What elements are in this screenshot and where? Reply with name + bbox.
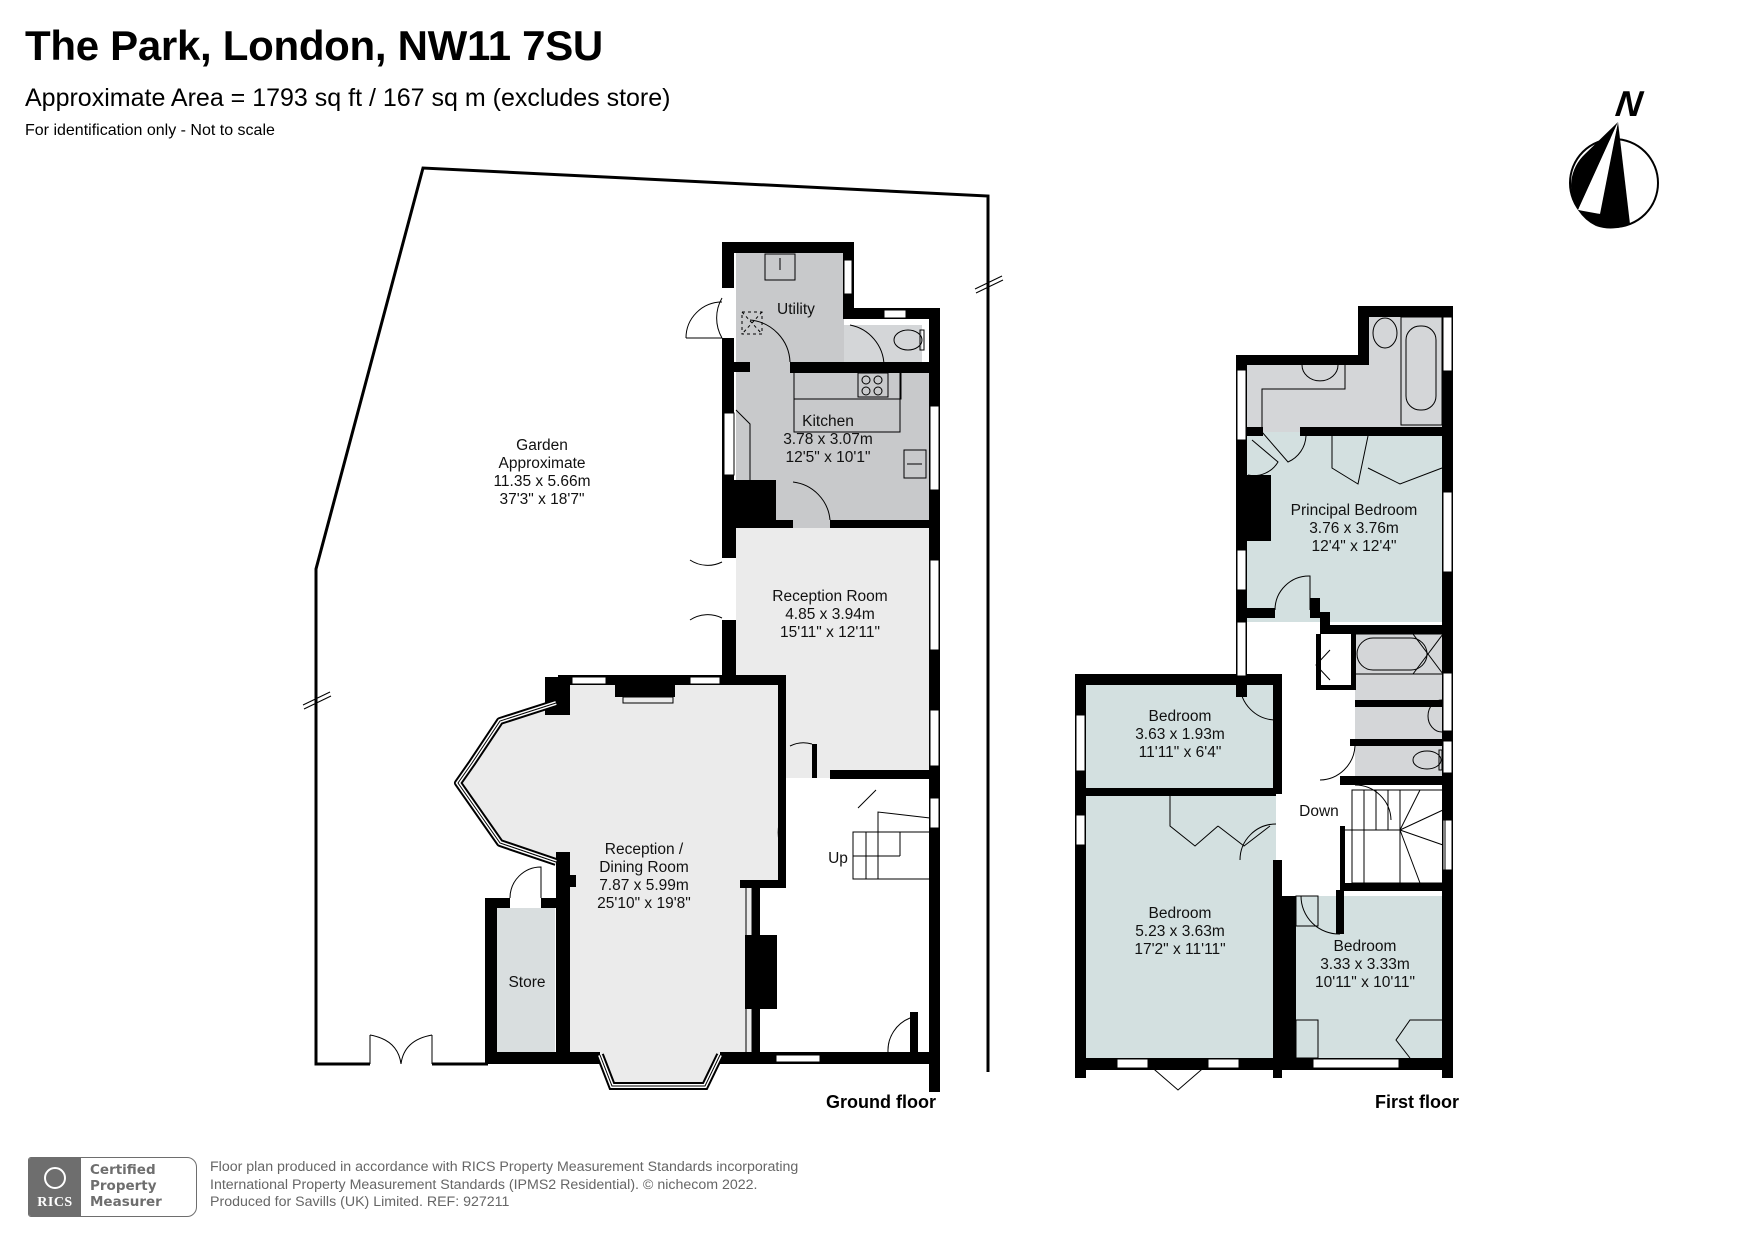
window-icon (571, 259, 940, 1063)
bath-icon (1400, 316, 1443, 426)
kitchen-sink-icon (903, 449, 927, 479)
first-floor-title: First floor (1375, 1092, 1459, 1112)
first-floor-labels: Principal Bedroom 3.76 x 3.76m 12'4" x 1… (1134, 502, 1459, 1112)
dining-room-imperial: 25'10" x 19'8" (597, 895, 691, 912)
disclaimer-note: For identification only - Not to scale (25, 122, 275, 139)
dining-room-label-2: Dining Room (599, 859, 689, 876)
bedroom-right-metric: 3.33 x 3.33m (1320, 956, 1410, 973)
reception-room-imperial: 15'11" x 12'11" (780, 624, 880, 641)
rics-logo-text: RICS (37, 1195, 73, 1210)
bedroom-large-label: Bedroom (1149, 905, 1212, 922)
boundary-break-icon (302, 275, 1004, 710)
ground-floor-walls (485, 242, 940, 1092)
ground-floor-plan (302, 166, 1004, 1092)
footer-line-2: International Property Measurement Stand… (210, 1176, 758, 1193)
garden-imperial: 37'3" x 18'7" (499, 491, 584, 508)
badge-line-1: Certified (90, 1162, 156, 1178)
badge-line-3: Measurer (90, 1194, 162, 1210)
bedroom-small-imperial: 11'11" x 6'4" (1139, 744, 1222, 761)
toilet-icon (1372, 317, 1398, 349)
basin-icon (1301, 364, 1339, 382)
door-swing-icon (1274, 575, 1311, 611)
first-floor-fixtures (1147, 316, 1446, 1091)
utility-label: Utility (777, 301, 815, 318)
toilet-icon (1412, 750, 1442, 770)
window-icon (1075, 316, 1453, 1069)
dining-room-metric: 7.87 x 5.99m (599, 877, 689, 894)
north-arrow-icon (1569, 122, 1659, 229)
bedroom-right-imperial: 10'11" x 10'11" (1315, 974, 1415, 991)
door-swing-icon (716, 297, 723, 339)
principal-bedroom-metric: 3.76 x 3.76m (1309, 520, 1399, 537)
bedroom-small-metric: 3.63 x 1.93m (1135, 726, 1225, 743)
rics-certified-badge: RICS Certified Property Measurer (28, 1157, 197, 1217)
kitchen-label: Kitchen (802, 413, 854, 430)
kitchen-metric: 3.78 x 3.07m (783, 431, 873, 448)
hob-icon (857, 372, 889, 398)
footer-credits: Floor plan produced in accordance with R… (210, 1157, 798, 1212)
stairs-up-label: Up (828, 850, 848, 867)
footer: RICS Certified Property Measurer Floor p… (28, 1157, 798, 1217)
footer-line-1: Floor plan produced in accordance with R… (210, 1159, 799, 1175)
bath-icon (1354, 633, 1444, 675)
garden-qualifier: Approximate (498, 455, 585, 472)
kitchen-imperial: 12'5" x 10'1" (785, 449, 870, 466)
dining-room-label-1: Reception / (605, 841, 684, 858)
badge-line-2: Property (90, 1178, 157, 1194)
rics-logo: RICS (29, 1158, 81, 1216)
ground-floor-labels: Garden Approximate 11.35 x 5.66m 37'3" x… (493, 301, 936, 1112)
utility-sink-icon (764, 253, 796, 281)
first-floor-plan (1075, 306, 1453, 1091)
bedroom-right-label: Bedroom (1334, 938, 1397, 955)
garden-label: Garden (516, 437, 568, 454)
garden-gate-icon (369, 1034, 433, 1065)
bedroom-large-imperial: 17'2" x 11'11" (1134, 941, 1225, 958)
bedroom-small-label: Bedroom (1149, 708, 1212, 725)
principal-bedroom-label: Principal Bedroom (1291, 502, 1418, 519)
bay-window-icon (454, 699, 724, 1090)
toilet-icon (893, 329, 923, 351)
ground-floor-title: Ground floor (826, 1092, 936, 1112)
page-title: The Park, London, NW11 7SU (25, 22, 603, 69)
rics-lion-icon (44, 1167, 66, 1189)
kitchen-fixtures (509, 253, 931, 1054)
footer-line-3: Produced for Savills (UK) Limited. REF: … (210, 1194, 510, 1210)
garden-boundary (314, 166, 990, 1072)
area-summary: Approximate Area = 1793 sq ft / 167 sq m… (25, 84, 671, 112)
reception-room-label: Reception Room (772, 588, 887, 605)
reception-room-metric: 4.85 x 3.94m (785, 606, 875, 623)
principal-bedroom-imperial: 12'4" x 12'4" (1311, 538, 1396, 555)
bedroom-large-metric: 5.23 x 3.63m (1135, 923, 1225, 940)
basin-icon (1427, 699, 1443, 733)
store-label: Store (508, 974, 545, 991)
stairs-down-label: Down (1299, 803, 1339, 820)
garden-metric: 11.35 x 5.66m (493, 473, 590, 490)
